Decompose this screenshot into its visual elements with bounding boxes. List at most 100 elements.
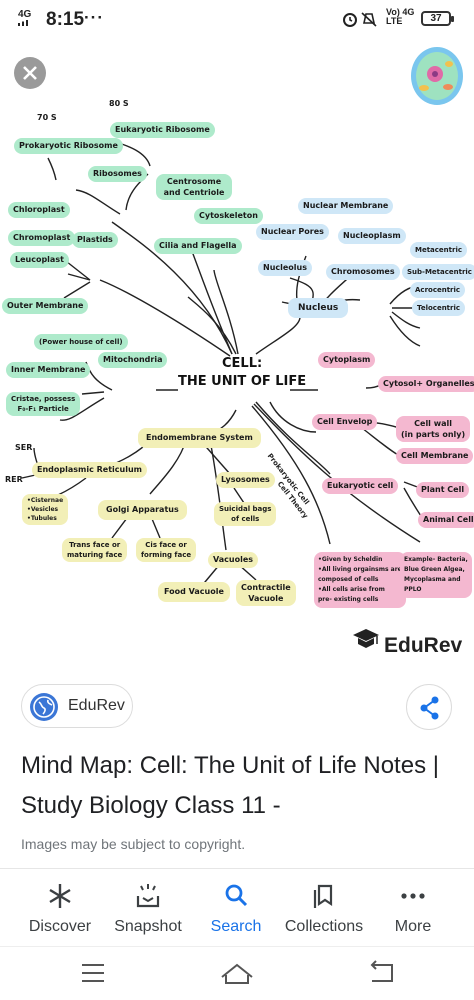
node-nucleolus: Nucleolus [258, 260, 312, 276]
source-name: EduRev [68, 697, 125, 714]
battery-level: 37 [430, 13, 442, 24]
node-prokaryotic-examples: Example- Bacteria, Blue Green Algea, Myc… [400, 552, 472, 598]
node-golgi-apparatus: Golgi Apparatus [98, 500, 187, 520]
cell-theory-line4: •All cells arise from [318, 586, 385, 593]
prokaryotic-example-line2: Blue Green Algea, [404, 566, 465, 573]
node-cis-face-line2: forming face [141, 551, 192, 559]
node-cytosol-organelles: Cytosol+ Organelles [378, 376, 474, 392]
battery-icon: 37 [421, 11, 454, 26]
alarm-icon [343, 13, 357, 27]
node-cis-face-line1: Cis face or [145, 541, 187, 549]
back-icon[interactable] [370, 960, 393, 982]
nav-discover[interactable]: Discover [13, 882, 107, 944]
node-cell-envelop: Cell Envelop [312, 414, 378, 430]
node-vacuoles: Vacuoles [208, 552, 259, 568]
nav-discover-label: Discover [28, 918, 92, 935]
nav-snapshot-label: Snapshot [114, 918, 182, 935]
node-chromoplast: Chromoplast [8, 230, 76, 246]
node-cytoplasm: Cytoplasm [318, 352, 376, 368]
node-ribosomes: Ribosomes [88, 166, 147, 182]
node-metacentric: Metacentric [410, 242, 468, 258]
cell-theory-line3: composed of cells [318, 576, 379, 583]
node-cristae-line1: Cristae, possess [11, 395, 76, 403]
prokaryotic-example-line4: PPLO [404, 586, 422, 593]
center-node: CELL: THE UNIT OF LIFE [178, 355, 306, 391]
nav-collections-label: Collections [284, 918, 364, 935]
system-navigation-bar [0, 946, 474, 1000]
node-ser: SER [15, 443, 33, 452]
node-er-components: •Cisternae •Vesicles •Tubules [22, 494, 69, 525]
node-telocentric: Telocentric [412, 300, 466, 316]
close-icon [23, 66, 37, 80]
node-mitochondria: Mitochondria [98, 352, 168, 368]
source-chip[interactable]: EduRev [21, 684, 133, 728]
node-acrocentric: Acrocentric [410, 282, 466, 298]
search-icon [225, 884, 248, 907]
node-endomembrane: Endomembrane System [138, 428, 261, 448]
node-chromosomes: Chromosomes [326, 264, 400, 280]
node-nuclear-membrane: Nuclear Membrane [298, 198, 394, 214]
nav-more[interactable]: More [366, 882, 460, 944]
node-nucleoplasm: Nucleoplasm [338, 228, 406, 244]
recent-apps-icon[interactable] [82, 964, 104, 982]
nav-collections[interactable]: Collections [277, 882, 371, 944]
mute-icon [361, 12, 377, 27]
node-trans-face: Trans face or maturing face [62, 538, 128, 562]
signal-label: 4G [18, 9, 32, 20]
node-er-vesicles: •Vesicles [27, 506, 59, 513]
node-cis-face: Cis face or forming face [136, 538, 197, 562]
node-eukaryotic-ribosome: Eukaryotic Ribosome [110, 122, 215, 138]
globe-icon [30, 693, 58, 721]
node-cristae: Cristae, possess F₀-F₁ Particle [6, 392, 81, 416]
node-er-tubules: •Tubules [27, 515, 57, 522]
snapshot-icon [136, 884, 160, 908]
bookmark-collections-icon [313, 884, 333, 908]
network-label: Vo) 4G [386, 7, 415, 17]
more-dots-icon [401, 893, 425, 899]
share-button[interactable] [406, 684, 452, 730]
page-title[interactable]: Mind Map: Cell: The Unit of Life Notes |… [21, 752, 439, 819]
node-trans-face-line1: Trans face or [69, 541, 121, 549]
node-cell-wall: Cell wall (in parts only) [396, 416, 471, 442]
divider [0, 868, 474, 869]
node-cytoskeleton: Cytoskeleton [194, 208, 263, 224]
image-viewer[interactable]: 80 S 70 S Eukaryotic Ribosome Prokaryoti… [0, 42, 474, 657]
signal-bars-icon [18, 20, 28, 26]
nav-search[interactable]: Search [189, 882, 283, 944]
status-bar: 4G 8:15 ··· Vo) 4G LTE 37 [0, 0, 474, 42]
node-trans-face-line2: maturing face [67, 551, 123, 559]
node-contractile-line1: Contractile [241, 583, 291, 592]
node-cell-theory-box: •Given by Scheldin •All living orgainsms… [314, 552, 406, 608]
cell-theory-line2: •All living orgainsms are [318, 566, 402, 573]
node-70s: 70 S [37, 113, 57, 122]
cell-theory-line5: pre- existing cells [318, 596, 379, 603]
node-suicidal-line1: Suicidal bags [219, 505, 272, 513]
cell-illustration-icon [411, 47, 463, 105]
nav-snapshot[interactable]: Snapshot [101, 882, 195, 944]
node-prokaryotic-ribosome: Prokaryotic Ribosome [14, 138, 123, 154]
node-leucoplast: Leucoplast [10, 252, 69, 268]
edurev-watermark: EduRev [384, 634, 463, 657]
clock: 8:15 [46, 9, 85, 30]
home-icon[interactable] [221, 963, 253, 984]
node-contractile-vacuole: Contractile Vacuole [236, 580, 296, 606]
node-sub-metacentric: Sub-Metacentric [402, 264, 474, 280]
close-button[interactable] [14, 57, 46, 89]
node-lysosomes: Lysosomes [216, 472, 275, 488]
node-cell-membrane: Cell Membrane [396, 448, 474, 464]
asterisk-icon [49, 884, 71, 908]
status-icons [342, 10, 382, 33]
node-animal-cell: Animal Cell [418, 512, 474, 528]
cell-theory-line1: •Given by Scheldin [318, 556, 383, 563]
node-inner-membrane: Inner Membrane [6, 362, 91, 378]
node-outer-membrane: Outer Membrane [2, 298, 89, 314]
network-indicator: Vo) 4G LTE [386, 8, 414, 26]
graduation-cap-icon [353, 629, 379, 648]
node-nuclear-pores: Nuclear Pores [256, 224, 329, 240]
node-endoplasmic-reticulum: Endoplasmic Reticulum [32, 462, 147, 478]
share-icon [420, 696, 439, 720]
node-food-vacuole: Food Vacuole [158, 582, 230, 602]
node-plant-cell: Plant Cell [416, 482, 470, 498]
node-plastids: Plastids [72, 232, 118, 248]
